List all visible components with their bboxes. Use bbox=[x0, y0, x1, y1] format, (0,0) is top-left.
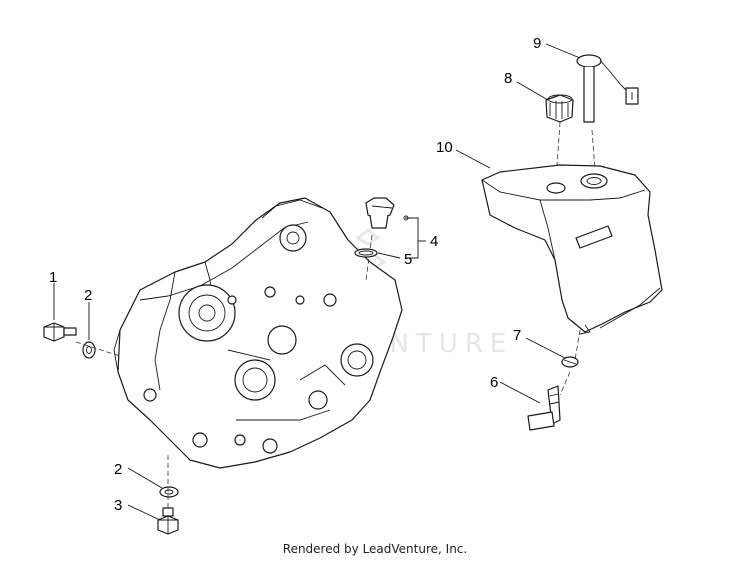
callout-4: 4 bbox=[430, 233, 438, 250]
callout-3: 3 bbox=[114, 497, 122, 514]
part-5-o-ring bbox=[354, 248, 378, 258]
part-4-filler-cap bbox=[365, 197, 395, 229]
callout-8: 8 bbox=[504, 70, 512, 87]
part-7-clamp bbox=[561, 356, 579, 368]
part-2-washer-lower bbox=[159, 486, 179, 498]
part-6-elbow-fitting bbox=[527, 385, 561, 431]
callout-7: 7 bbox=[513, 327, 521, 344]
callout-5: 5 bbox=[404, 251, 412, 268]
part-1-bolt bbox=[43, 322, 77, 342]
callout-10: 10 bbox=[436, 139, 453, 156]
part-8-cap bbox=[545, 94, 574, 123]
crankcase bbox=[113, 197, 403, 469]
callout-6: 6 bbox=[490, 374, 498, 391]
part-9-dipstick-sensor bbox=[576, 54, 639, 123]
callout-2-lower: 2 bbox=[114, 461, 122, 478]
guide-6-7 bbox=[559, 329, 581, 396]
part-10-oil-tank bbox=[481, 164, 663, 335]
callout-9: 9 bbox=[533, 35, 541, 52]
footer-credit: Rendered by LeadVenture, Inc. bbox=[282, 542, 468, 556]
callout-2-upper: 2 bbox=[84, 287, 92, 304]
leader-lines bbox=[53, 43, 581, 521]
callout-1: 1 bbox=[49, 269, 57, 286]
part-3-drain-plug bbox=[157, 507, 179, 535]
part-2-washer-upper bbox=[82, 341, 96, 359]
guide-9-tank bbox=[591, 129, 596, 171]
bracket-4 bbox=[403, 215, 426, 259]
